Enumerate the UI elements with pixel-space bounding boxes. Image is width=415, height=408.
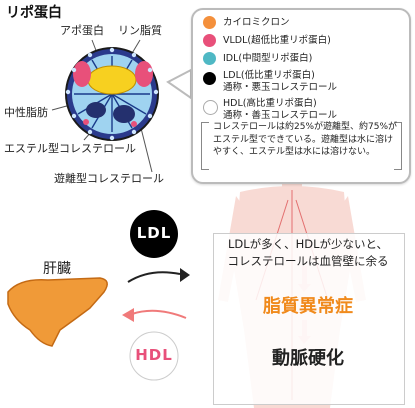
legend-pointer	[166, 68, 192, 100]
liver-shape	[7, 277, 108, 347]
legend-hdl-sub: 通称・善玉コレステロール	[223, 110, 338, 121]
panel-line-1: LDLが多く、HDLが少ないと、	[227, 237, 389, 251]
arrow-body-to-liver	[131, 309, 187, 319]
legend-note: コレステロールは約25%が遊離型、約75%がエステル型でできている。遊離型は水に…	[213, 122, 398, 157]
explanation-panel	[213, 233, 405, 405]
arteriosclerosis-label: 動脈硬化	[272, 348, 344, 369]
legend-ldl-sub: 通称・悪玉コレステロール	[223, 82, 338, 93]
label-neutral-fat: 中性脂肪	[4, 106, 48, 119]
dyslipidemia-label: 脂質異常症	[263, 296, 353, 317]
panel-line-2: コレステロールは血管壁に余る	[227, 254, 389, 268]
hdl-label: HDL	[135, 346, 173, 364]
legend-idl: IDL(中間型リポ蛋白)	[223, 53, 313, 64]
legend-vldl: VLDL(超低比重リポ蛋白)	[223, 35, 331, 46]
liver-label: 肝臓	[43, 261, 71, 277]
label-phospholipid: リン脂質	[118, 24, 162, 37]
note-bracket-left	[201, 122, 209, 170]
vldl-dot	[203, 34, 216, 47]
page-title: リポ蛋白	[6, 5, 62, 21]
hdl-circle	[129, 331, 179, 381]
label-free-cholesterol: 遊離型コレステロール	[54, 172, 164, 185]
legend-chylomicron: カイロミクロン	[223, 17, 290, 28]
legend-ldl: LDL(低比重リポ蛋白)	[223, 70, 315, 81]
label-ester-cholesterol: エステル型コレステロール	[4, 142, 136, 155]
legend-hdl: HDL(高比重リポ蛋白)	[223, 98, 317, 109]
ldl-circle	[130, 210, 178, 258]
arrow-liver-to-body	[127, 271, 181, 283]
ldl-dot	[203, 72, 216, 85]
ldl-label: LDL	[136, 224, 172, 242]
idl-dot	[203, 52, 216, 65]
panel-text: LDLが多く、HDLが少ないと、 コレステロールは血管壁に余る	[213, 236, 403, 270]
note-bracket-right	[394, 122, 402, 170]
legend-box: カイロミクロン VLDL(超低比重リポ蛋白) IDL(中間型リポ蛋白) LDL(…	[191, 8, 411, 184]
hdl-dot	[203, 100, 218, 115]
label-apoprotein: アポ蛋白	[60, 24, 104, 37]
chylomicron-dot	[203, 16, 216, 29]
leader-free	[139, 123, 153, 173]
lipoprotein-particle	[65, 47, 159, 141]
